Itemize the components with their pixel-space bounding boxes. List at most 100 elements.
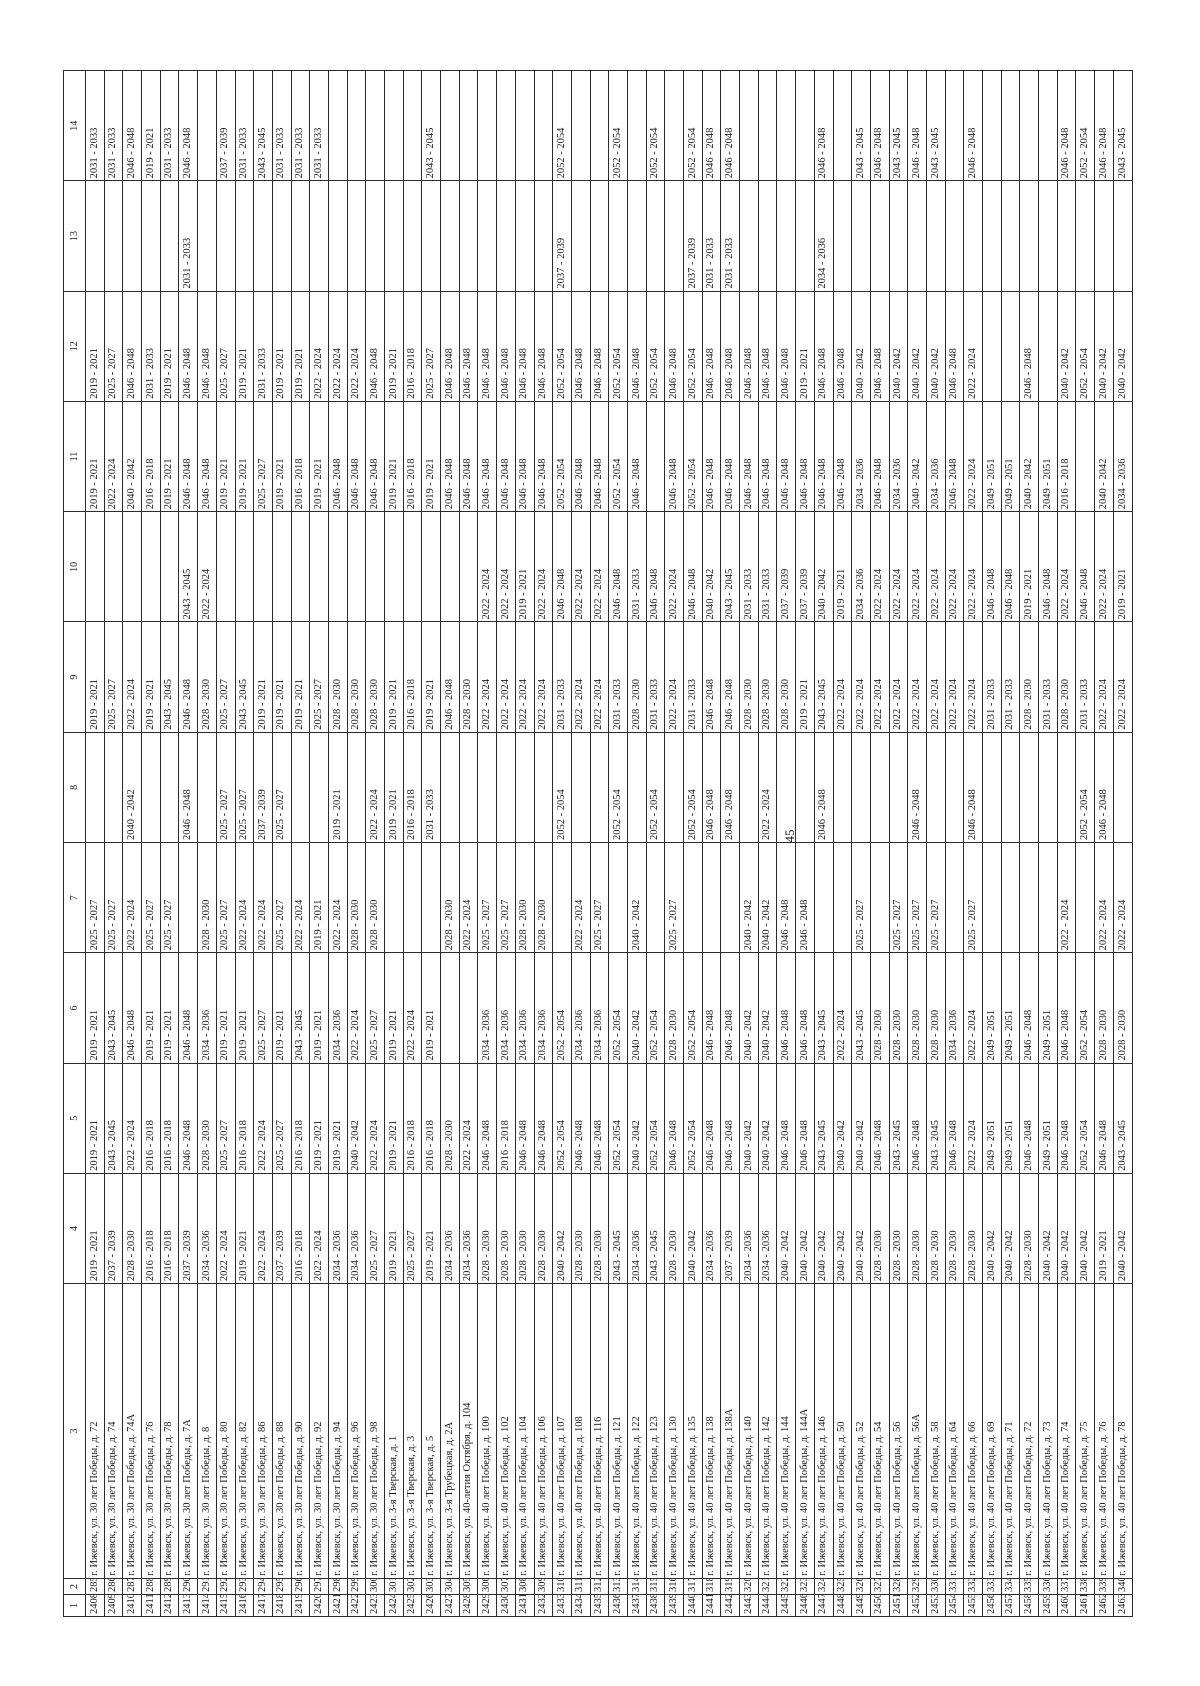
table-cell: 2019 - 2021 (272, 291, 292, 402)
table-cell: 2019 - 2021 (253, 621, 273, 733)
table-cell: 2034 - 2036 (926, 401, 946, 512)
table-cell (291, 180, 310, 292)
table-cell: 2040 - 2042 (758, 952, 777, 1064)
table-cell: 2031 - 2033 (552, 621, 572, 733)
table-cell (160, 511, 179, 622)
table-cell (141, 511, 161, 622)
table-cell: 2022 - 2024 (347, 291, 366, 402)
table-cell: 2025 - 2027 (664, 842, 684, 953)
table-cell: 2040 - 2042 (739, 952, 759, 1064)
table-cell: 2040 - 2042 (833, 1173, 852, 1284)
table-cell: 2019 - 2021 (795, 621, 815, 733)
table-cell: 2046 - 2048 (758, 401, 777, 512)
table-cell: 2028 - 2030 (328, 621, 348, 733)
table-cell (982, 70, 1002, 181)
table-cell: 2438 (646, 1594, 665, 1617)
table-cell: 2025 - 2027 (85, 842, 105, 953)
table-cell: 2040 - 2042 (1094, 291, 1114, 402)
table-cell: 2040 - 2042 (122, 401, 142, 512)
table-cell: 2046 - 2048 (178, 732, 198, 843)
table-cell: 2046 - 2048 (1001, 511, 1020, 622)
table-cell (160, 180, 179, 292)
table-cell: 2052 - 2054 (683, 70, 703, 181)
table-cell: 2028 - 2030 (870, 1173, 890, 1284)
table-cell: 2040 - 2042 (814, 1173, 833, 1284)
table-cell: 2046 - 2048 (907, 70, 927, 181)
table-cell: 2052 - 2054 (683, 291, 703, 402)
table-cell: 2025 - 2027 (253, 401, 273, 512)
table-cell (440, 511, 460, 622)
address-cell: г. Ижевск, ул. 30 лет Победы, д. 92 (309, 1283, 329, 1579)
table-cell: 339 (1094, 1578, 1114, 1595)
table-cell: 2022 - 2024 (309, 1173, 329, 1284)
table-cell: 2052 - 2054 (1075, 70, 1095, 181)
table-cell: 2046 - 2048 (590, 1063, 609, 1174)
table-cell: 2046 - 2048 (776, 842, 796, 953)
table-cell (403, 180, 422, 292)
table-cell: 2028 - 2030 (534, 1173, 553, 1284)
table-cell: 2413 (178, 1594, 198, 1617)
table-cell (739, 180, 759, 292)
table-cell: 2421 (328, 1594, 348, 1617)
column-header: 13 (63, 180, 86, 292)
table-cell: 2043 - 2045 (814, 1063, 833, 1174)
table-cell: 335 (1019, 1578, 1039, 1595)
table-cell: 2028 - 2030 (1094, 952, 1114, 1064)
table-cell: 296 (291, 1578, 310, 1595)
table-cell: 321 (758, 1578, 777, 1595)
table-cell: 307 (496, 1578, 516, 1595)
table-cell (496, 70, 516, 181)
table-cell: 286 (104, 1578, 123, 1595)
table-cell (608, 180, 628, 292)
table-cell (646, 180, 665, 292)
table-cell: 2454 (945, 1594, 964, 1617)
table-cell: 2046 - 2048 (197, 291, 217, 402)
table-cell (347, 180, 366, 292)
table-cell (627, 732, 647, 843)
table-cell: 2040 - 2042 (851, 1063, 871, 1174)
table-cell (795, 70, 815, 181)
table-cell: 2046 - 2048 (963, 70, 983, 181)
table-cell: 2040 - 2042 (814, 511, 833, 622)
table-cell: 2022 - 2024 (104, 401, 123, 512)
table-cell (104, 732, 123, 843)
table-cell: 2022 - 2024 (851, 621, 871, 733)
table-cell: 2052 - 2054 (608, 952, 628, 1064)
table-cell (141, 732, 161, 843)
address-cell: г. Ижевск, ул. 40 лет Победы, д. 107 (552, 1283, 572, 1579)
table-cell (253, 180, 273, 292)
table-cell: 323 (795, 1578, 815, 1595)
table-cell (926, 732, 946, 843)
table-cell (197, 180, 217, 292)
table-cell: 2037 - 2039 (552, 180, 572, 292)
table-cell: 2031 - 2033 (646, 621, 665, 733)
table-cell (571, 732, 591, 843)
table-cell: 2025 - 2027 (216, 621, 235, 733)
table-cell: 2028 - 2030 (365, 842, 385, 953)
table-cell (515, 180, 534, 292)
table-cell (216, 511, 235, 622)
table-cell: 2046 - 2048 (1094, 1063, 1114, 1174)
table-cell: 2043 - 2045 (421, 70, 441, 181)
table-cell: 2440 (683, 1594, 703, 1617)
table-cell: 2019 - 2021 (141, 952, 161, 1064)
table-cell: 2040 - 2042 (926, 291, 946, 402)
table-cell: 2022 - 2024 (590, 621, 609, 733)
table-cell: 2019 - 2021 (1094, 1173, 1114, 1284)
table-cell: 2019 - 2021 (141, 621, 161, 733)
table-cell: 2028 - 2030 (627, 621, 647, 733)
table-cell: 2046 - 2048 (833, 291, 852, 402)
table-cell: 2025 - 2027 (216, 842, 235, 953)
table-cell: 2046 - 2048 (459, 291, 478, 402)
table-cell: 2046 - 2048 (534, 1063, 553, 1174)
table-cell: 330 (926, 1578, 946, 1595)
table-cell: 2019 - 2021 (384, 1173, 404, 1284)
table-cell: 2046 - 2048 (1019, 291, 1039, 402)
